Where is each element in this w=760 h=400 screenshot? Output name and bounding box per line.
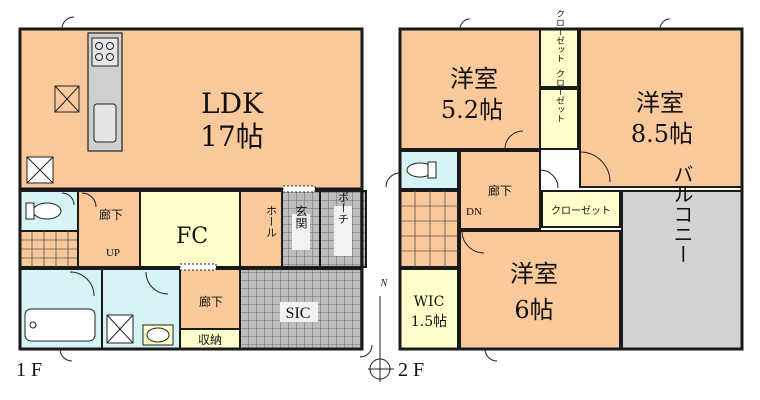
stove-icon bbox=[91, 37, 119, 67]
room-8-5-size: 8.5帖 bbox=[631, 120, 693, 148]
room-8-5-name: 洋室 bbox=[636, 89, 684, 117]
corridor-1f-lower bbox=[179, 268, 241, 330]
balcony-label: バルコニー bbox=[670, 164, 694, 264]
hall-1f bbox=[239, 190, 283, 268]
room-8-5 bbox=[579, 28, 743, 188]
room-5-2-name: 洋室 bbox=[450, 65, 498, 93]
closet-wide-label: クローゼット bbox=[551, 205, 611, 217]
corridor-1f-lower-label: 廊下 bbox=[199, 294, 223, 309]
sink-icon bbox=[93, 103, 117, 143]
porch-label: ポーチ bbox=[337, 191, 350, 224]
wall-outline-2f bbox=[398, 27, 744, 351]
closet-2f-mid bbox=[539, 88, 579, 150]
closet-2f-wide bbox=[541, 190, 621, 228]
compass-icon: N bbox=[368, 278, 394, 382]
compass-n: N bbox=[380, 278, 389, 289]
genkan-label: 玄関 bbox=[294, 204, 308, 229]
room-6 bbox=[459, 230, 621, 350]
wic-size: 1.5帖 bbox=[411, 314, 447, 330]
ldk-name: LDK bbox=[201, 87, 264, 120]
room-6-size: 6帖 bbox=[514, 296, 553, 324]
wic-name: WIC bbox=[414, 294, 445, 310]
toilet-icon bbox=[32, 202, 62, 220]
storage-label: 収納 bbox=[198, 333, 222, 347]
sic-label: SIC bbox=[286, 305, 311, 322]
closet-2f-top bbox=[539, 28, 579, 88]
corridor-1f-upper-label: 廊下 bbox=[99, 207, 123, 222]
fc-label: FC bbox=[176, 224, 208, 249]
room-6-name: 洋室 bbox=[510, 260, 558, 288]
balcony bbox=[621, 190, 743, 350]
floor-2f: 洋室 5.2帖 クローゼット クローゼット 洋室 8.5帖 廊下 DN クローゼ… bbox=[385, 9, 744, 381]
ldk-size: 17帖 bbox=[200, 120, 264, 153]
bathtub-icon bbox=[24, 308, 96, 342]
wic bbox=[399, 268, 459, 350]
stairs-2f bbox=[399, 190, 459, 268]
room-5-2-size: 5.2帖 bbox=[441, 96, 503, 124]
corridor-2f bbox=[459, 150, 541, 230]
up-label: UP bbox=[106, 247, 120, 259]
floor-1-label: 1 F bbox=[16, 359, 42, 381]
floor-1f: LDK 17帖 廊下 UP FC ホール 玄関 ポーチ bbox=[16, 16, 373, 381]
corridor-2f-label: 廊下 bbox=[488, 183, 512, 198]
closet-mid-label: クローゼット bbox=[554, 69, 565, 123]
wall-outline-1f bbox=[18, 27, 364, 351]
fc-room bbox=[139, 190, 241, 268]
closet-top-label: クローゼット bbox=[554, 9, 565, 63]
floor-2-label: 2 F bbox=[398, 359, 424, 381]
dn-label: DN bbox=[466, 206, 482, 218]
